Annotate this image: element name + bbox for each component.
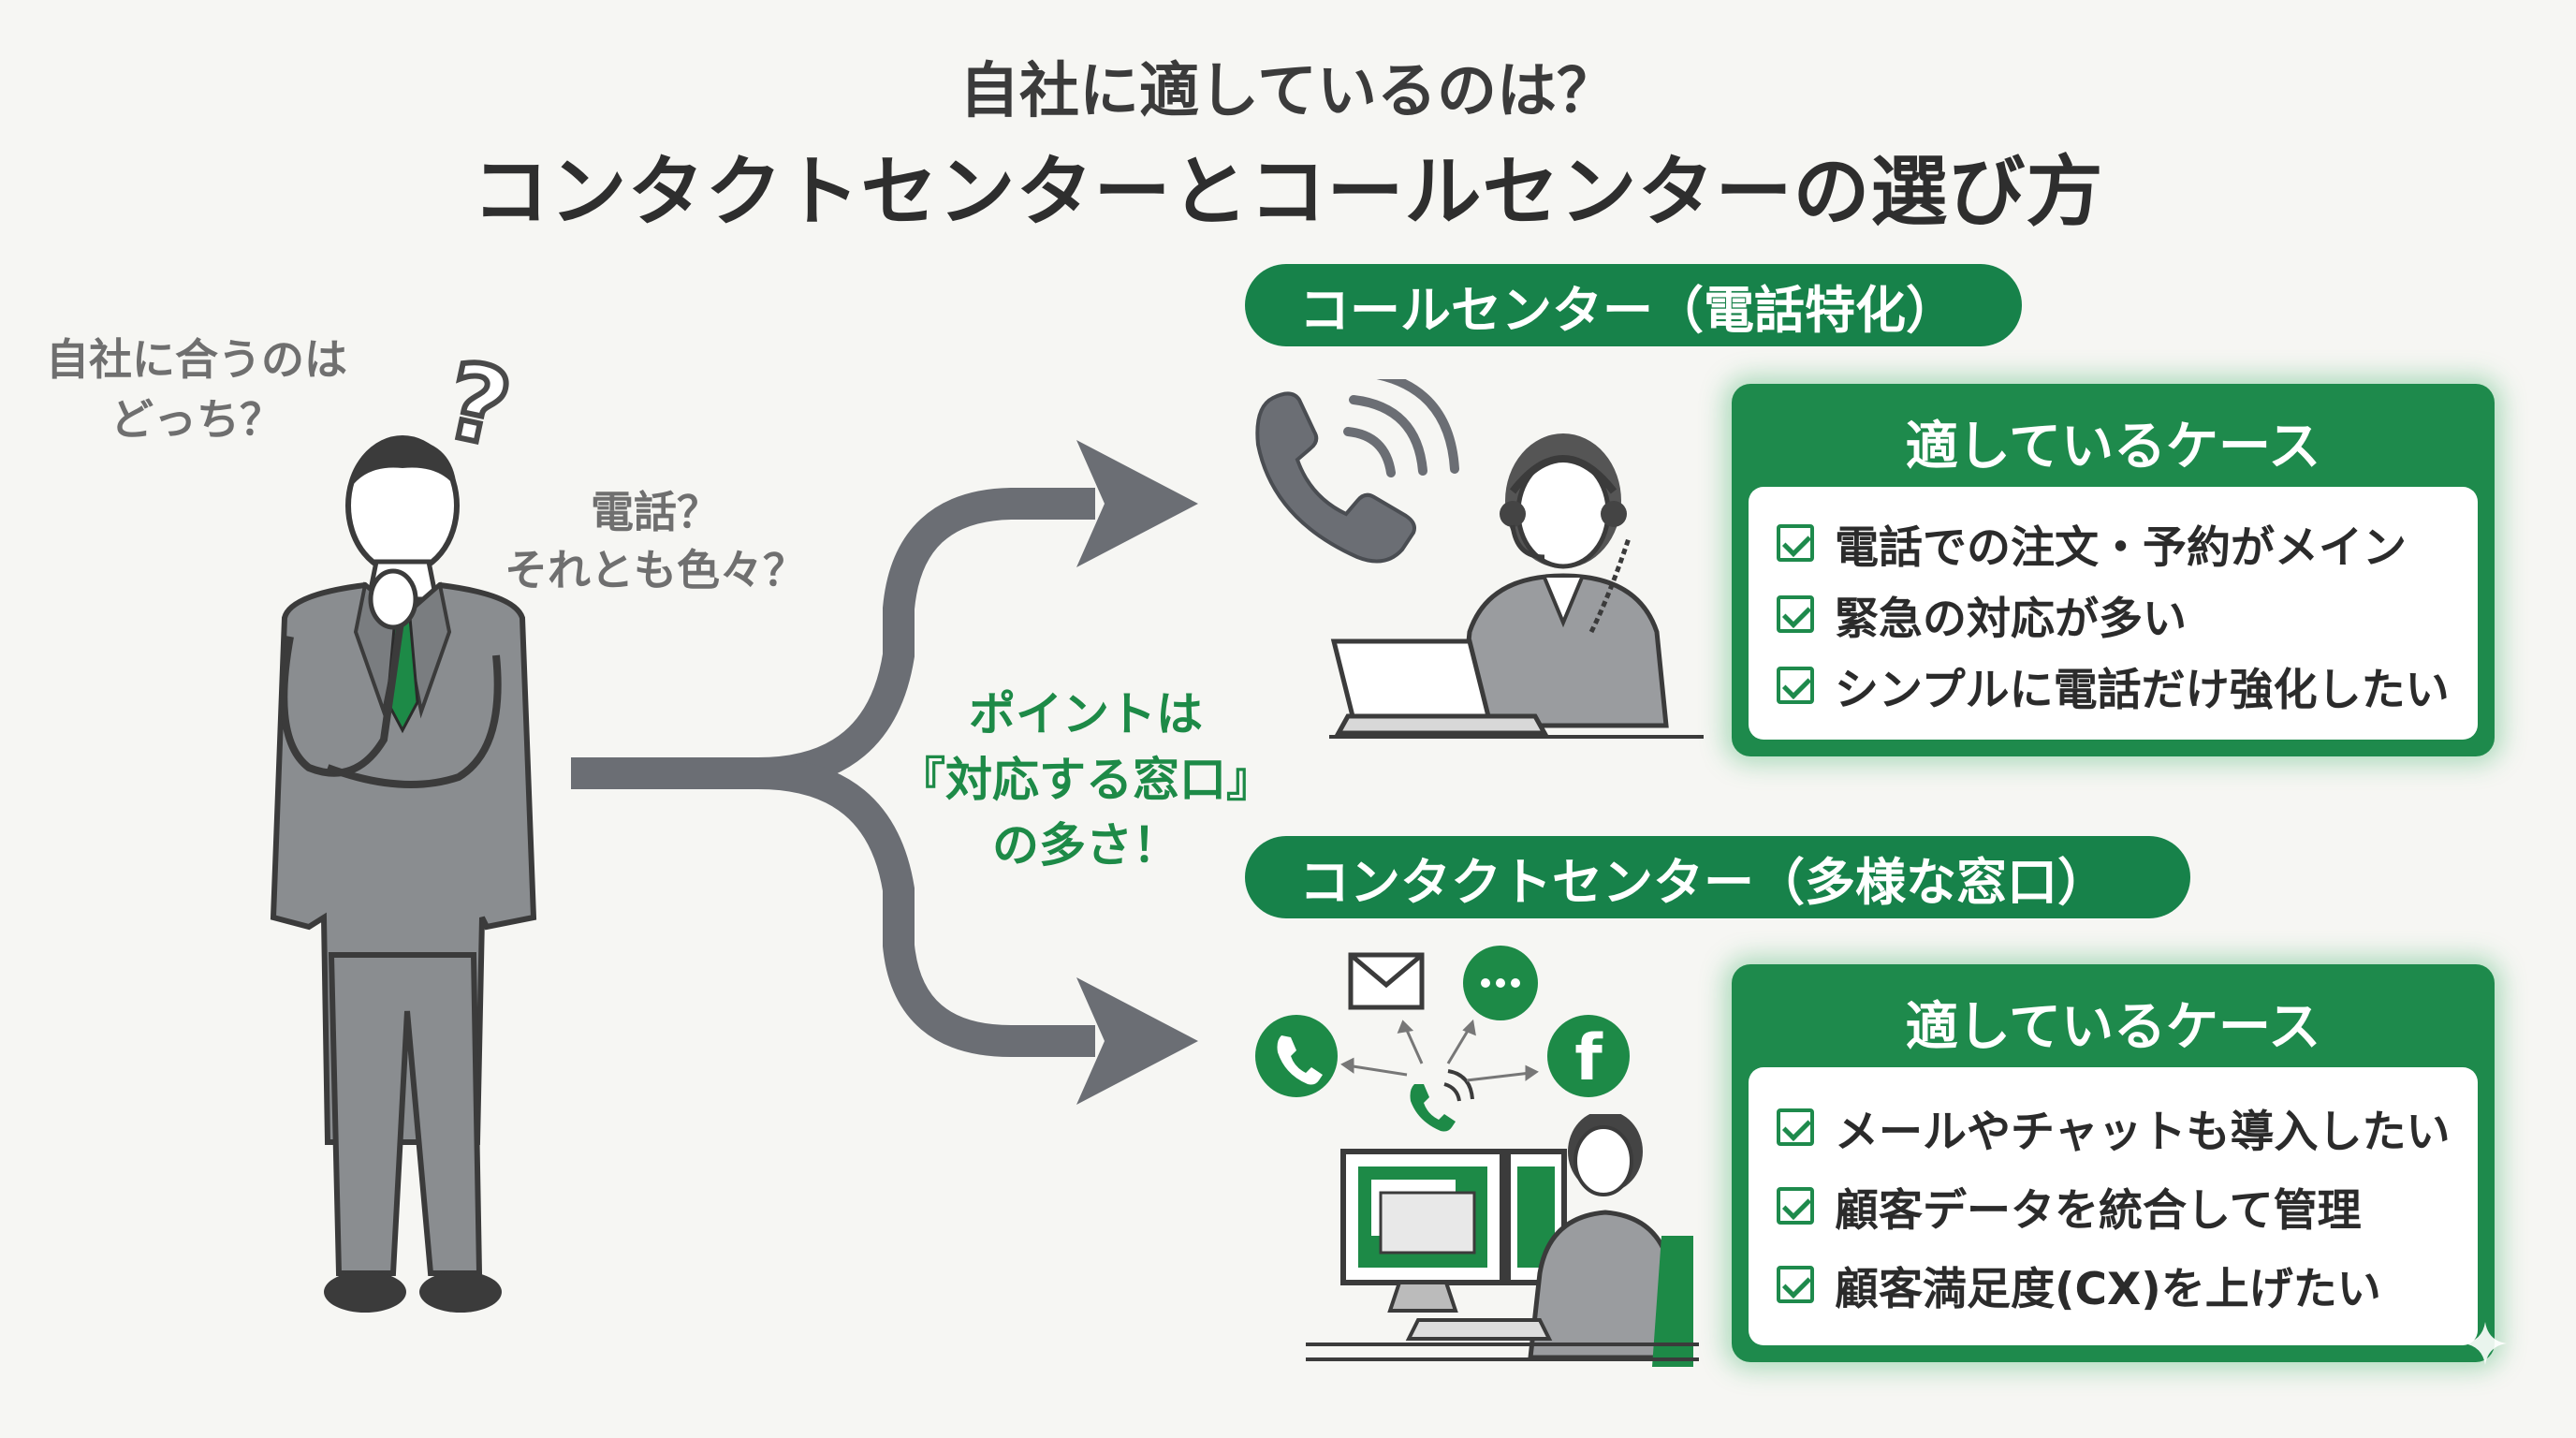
list-item: 電話での注文・予約がメイン <box>1777 507 2478 579</box>
list-item: 緊急の対応が多い <box>1777 579 2478 650</box>
call-center-label: コールセンター（電話特化） <box>1245 264 2022 346</box>
checkbox-icon <box>1777 667 1814 704</box>
chat-bubble-icon <box>1463 946 1538 1020</box>
list-item: 顧客満足度(CX)を上げたい <box>1777 1245 2478 1324</box>
call-center-case-title: 適しているケース <box>1905 417 2321 477</box>
call-center-case-list: 電話での注文・予約がメイン 緊急の対応が多い シンプルに電話だけ強化したい <box>1749 487 2478 740</box>
arrow-head-up <box>1076 440 1198 567</box>
contact-center-case-list: メールやチャットも導入したい 顧客データを統合して管理 顧客満足度(CX)を上げ… <box>1749 1067 2478 1345</box>
sparkle-icon <box>2464 1322 2507 1365</box>
forked-arrow-diagram <box>571 440 1198 1105</box>
operator-woman-illustration <box>1329 433 1704 739</box>
svg-text:f: f <box>1574 1021 1603 1095</box>
speech-line1: 電話？ <box>591 487 720 537</box>
center-phone-icon <box>1410 1069 1474 1132</box>
thought-line1: 自社に合うのは <box>46 334 347 385</box>
phone-handset-icon <box>1255 379 1459 564</box>
checkbox-icon <box>1777 524 1814 562</box>
call-center-case-card: 適しているケース 電話での注文・予約がメイン 緊急の対応が多い シンプルに電話だ… <box>1732 384 2495 756</box>
contact-center-label: コンタクトセンター（多様な窓口） <box>1245 836 2190 918</box>
title-line2: コンタクトセンターとコールセンターの選び方 <box>472 148 2104 237</box>
arrow-head-down <box>1076 977 1198 1105</box>
checkbox-icon <box>1777 595 1814 633</box>
list-item: メールやチャットも導入したい <box>1777 1088 2478 1167</box>
mail-icon <box>1348 952 1425 1010</box>
contact-center-case-card: 適しているケース メールやチャットも導入したい 顧客データを統合して管理 顧客満… <box>1732 964 2495 1362</box>
point-line1: ポイントは <box>969 687 1203 741</box>
phone-channel-icon <box>1255 1015 1338 1097</box>
title-line1: 自社に適しているのは？ <box>959 57 1617 126</box>
checkbox-icon <box>1777 1108 1814 1146</box>
list-item: 顧客データを統合して管理 <box>1777 1167 2478 1245</box>
thought-line2: どっち？ <box>110 394 283 445</box>
facebook-icon: f <box>1547 1015 1630 1097</box>
list-item: シンプルに電話だけ強化したい <box>1777 650 2478 721</box>
contact-center-case-title: 適しているケース <box>1905 997 2321 1058</box>
checkbox-icon <box>1777 1187 1814 1225</box>
businessman-illustration <box>270 435 537 1313</box>
operator-man-illustration <box>1306 1114 1699 1367</box>
point-line2: 『対応する窓口』 <box>899 753 1273 807</box>
point-line3: の多さ！ <box>992 818 1179 873</box>
speech-text: 電話？ それとも色々？ <box>468 483 842 599</box>
checkbox-icon <box>1777 1266 1814 1303</box>
thought-text: 自社に合うのは どっち？ <box>19 330 374 449</box>
speech-line2: それとも色々？ <box>505 545 806 595</box>
point-callout: ポイントは 『対応する窓口』 の多さ！ <box>861 682 1310 878</box>
channel-icons-cluster: f <box>1255 946 1630 1132</box>
